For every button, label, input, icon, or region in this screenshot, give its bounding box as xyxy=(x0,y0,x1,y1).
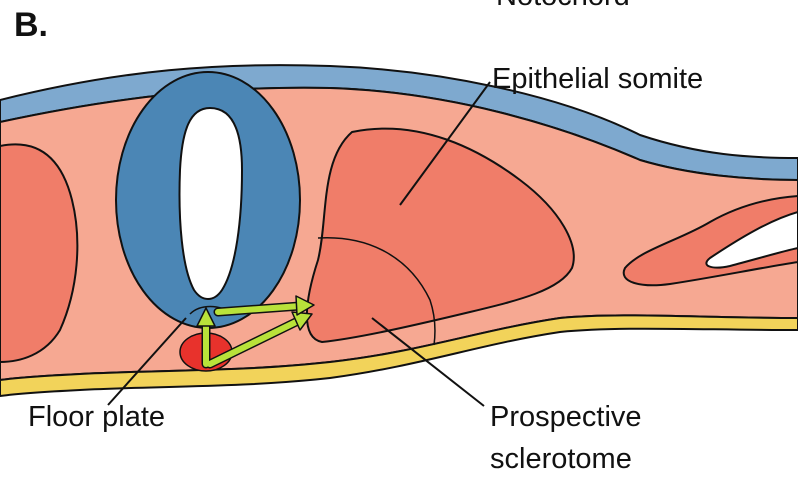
panel-label: B. xyxy=(14,6,48,45)
label-floor-plate: Floor plate xyxy=(28,402,165,434)
notochord-cutoff-label: Notochord xyxy=(496,0,630,13)
label-prospective-sclerotome-line1: Prospective xyxy=(490,402,642,434)
label-epithelial-somite: Epithelial somite xyxy=(492,64,703,96)
label-prospective-sclerotome-line2: sclerotome xyxy=(490,444,632,476)
